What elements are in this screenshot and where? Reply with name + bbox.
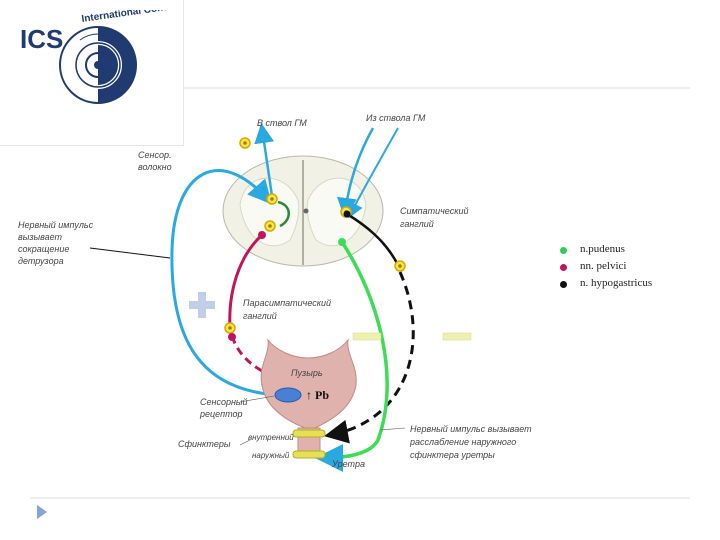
receptor-pointer [239, 395, 275, 403]
legend-dot-pelvici [560, 264, 567, 271]
hypogastric-nerve [346, 212, 400, 266]
minus-sign-1 [352, 332, 382, 341]
label-symp-1: Симпатический [400, 206, 469, 216]
label-sensory-1: Сенсор. [138, 150, 172, 160]
label-sensory-2: волокно [138, 162, 172, 172]
label-bladder: Пузырь [291, 368, 323, 378]
legend-label-pelvici: nn. pelvici [580, 260, 627, 272]
sphincter-pointer [239, 439, 251, 446]
descending-tract-1 [337, 127, 375, 218]
label-relax-2: расслабление наружного [410, 437, 517, 447]
pelvic-nerve-postganglionic [230, 335, 288, 386]
label-impulse-4: детрузора [18, 256, 64, 266]
legend-dot-hypogastricus [560, 281, 567, 288]
label-parasym-2: ганглий [243, 311, 277, 321]
pelvic-nerve [228, 233, 264, 329]
legend-label-hypogastricus: n. hypogastricus [580, 277, 653, 289]
slide-arrow-icon [37, 505, 47, 519]
relax-pointer [379, 427, 406, 431]
label-receptor-2: рецептор [200, 409, 243, 419]
neuron-dots [224, 137, 406, 341]
label-symp-2: ганглий [400, 219, 434, 229]
sensory-fiber [170, 169, 279, 397]
spinal-cord-section [222, 155, 384, 267]
label-relax-1: Нервный импульс вызывает [410, 424, 532, 434]
label-relax-3: сфинктера уретры [410, 450, 495, 460]
label-urethra: Уретра [332, 459, 365, 469]
label-from-brain: Из ствола ГМ [366, 113, 426, 123]
label-parasym-1: Парасимпатический [243, 298, 331, 308]
label-sphincters: Сфинктеры [178, 439, 231, 449]
descending-tract-2 [348, 127, 399, 219]
ascending-tract [254, 123, 275, 197]
sensory-receptor [274, 387, 302, 403]
logo-panel [0, 0, 184, 146]
plus-sign [189, 292, 215, 318]
label-outer: наружный [252, 451, 290, 460]
legend-label-pudendus: n.pudenus [580, 243, 625, 255]
logo-text: ICS [20, 24, 64, 54]
bladder [260, 338, 357, 459]
label-inner: внутренний [248, 433, 294, 442]
minus-sign-2 [442, 332, 472, 341]
pudendal-nerve [315, 241, 389, 472]
label-receptor-1: Сенсорный [200, 397, 248, 407]
label-pressure: ↑ Pb [306, 388, 330, 402]
impulse-pointer [89, 247, 171, 259]
label-to-brain: В ствол ГМ [257, 118, 307, 128]
label-impulse-3: сокращение [18, 244, 70, 254]
interneuron-arrow [277, 200, 290, 228]
legend-dot-pudendus [560, 247, 567, 254]
label-impulse-2: вызывает [18, 232, 63, 242]
ics-logo: ICS International Continence Society [20, 10, 180, 130]
label-impulse-1: Нервный импульс [18, 220, 94, 230]
logo-emblem: International Continence Society [59, 10, 180, 104]
